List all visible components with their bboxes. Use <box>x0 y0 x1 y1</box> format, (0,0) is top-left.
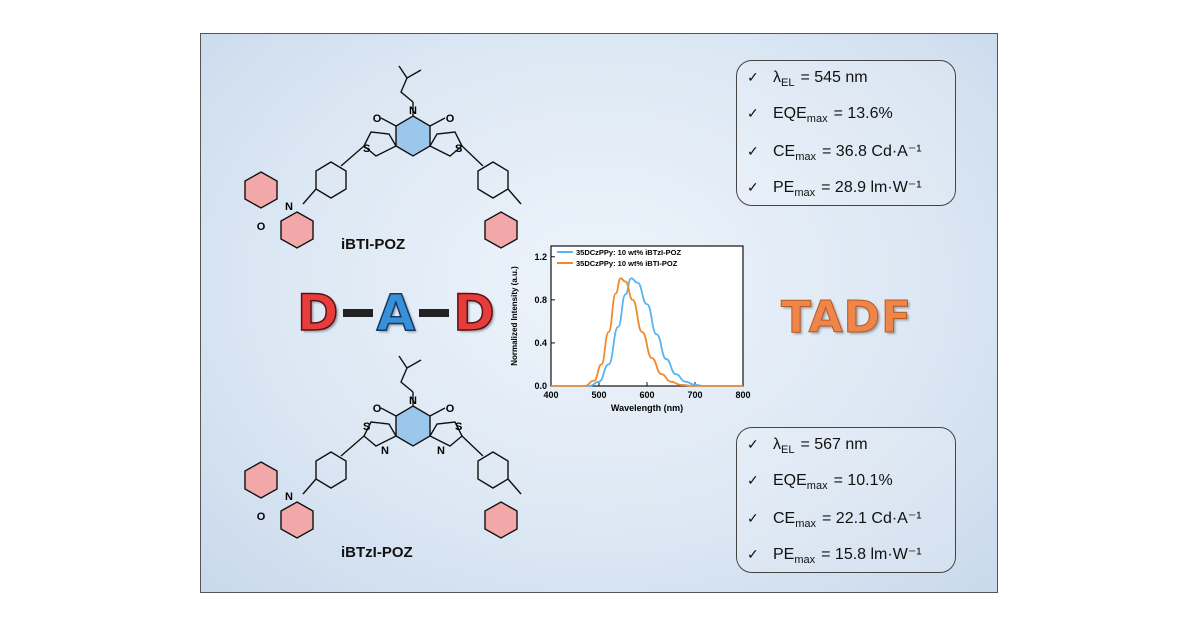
legend-label-2: 35DCzPPy: 10 wt% iBTI-POZ <box>576 259 678 268</box>
plot-frame <box>550 245 744 387</box>
oxygen-atom-right-2: O <box>446 403 455 415</box>
oxygen-atom-left-ring-2: O <box>257 511 266 523</box>
molecule-label-ibti-poz: iBTI-POZ <box>341 236 406 253</box>
property-value: = 10.1% <box>833 472 893 489</box>
y-tick-label: 0.8 <box>534 295 547 305</box>
nitrogen-atom-imide: N <box>409 105 417 117</box>
checkmark-icon: ✓ <box>747 105 759 121</box>
properties-box-ibtzi-poz: ✓λEL= 567 nm✓EQEmax= 10.1%✓CEmax= 22.1 C… <box>736 427 956 573</box>
figure-panel: O O N S S N O iBTI-POZ D A D <box>200 33 998 593</box>
property-name: EQEmax <box>773 105 828 125</box>
property-row: ✓ EQEmax = 10.1% <box>737 472 955 508</box>
checkmark-icon: ✓ <box>747 472 759 488</box>
property-subscript: max <box>795 518 817 531</box>
property-symbol: PE <box>773 179 795 196</box>
property-value: = 36.8 Cd·A⁻¹ <box>822 143 922 160</box>
dad-label: D A D <box>296 283 495 343</box>
property-subscript: max <box>806 480 828 493</box>
y-axis-label: Normalized Intensity (a.u.) <box>510 266 519 366</box>
checkmark-icon: ✓ <box>747 510 759 526</box>
donor-letter-1: D <box>296 283 339 343</box>
property-name: PEmax <box>773 179 815 199</box>
acceptor-letter: A <box>376 283 416 343</box>
oxygen-atom-left-ring: O <box>257 221 266 233</box>
property-symbol: λ <box>773 69 781 86</box>
sulfur-atom-left-2: S <box>363 421 370 433</box>
molecule-label-ibtzi-poz: iBTzI-POZ <box>341 544 413 561</box>
series-line-1 <box>589 277 705 387</box>
sulfur-atom-right-2: S <box>455 421 462 433</box>
dad-dash-2 <box>419 309 450 317</box>
property-value: = 28.9 lm·W⁻¹ <box>821 179 922 196</box>
property-subscript: max <box>794 554 816 567</box>
property-row: ✓ CEmax = 36.8 Cd·A⁻¹ <box>737 141 955 177</box>
property-value: = 13.6% <box>833 105 893 122</box>
dad-dash-1 <box>342 309 373 317</box>
property-row: ✓ EQEmax = 13.6% <box>737 105 955 141</box>
series-line-2 <box>584 277 696 387</box>
property-name: CEmax <box>773 510 816 530</box>
legend-label-1: 35DCzPPy: 10 wt% iBTzI-POZ <box>576 248 681 257</box>
property-symbol: EQE <box>773 105 807 122</box>
property-name: PEmax <box>773 546 815 566</box>
property-name: λEL <box>773 436 794 456</box>
property-subscript: max <box>806 113 828 126</box>
nitrogen-atom-thiazole-left: N <box>381 445 389 457</box>
checkmark-icon: ✓ <box>747 436 759 452</box>
oxygen-atom-left: O <box>373 113 382 125</box>
sulfur-atom-left: S <box>363 143 370 155</box>
checkmark-icon: ✓ <box>747 546 759 562</box>
property-subscript: max <box>795 151 817 164</box>
molecule-ibtzi-poz-structure: O O N S S N N N O <box>244 355 522 539</box>
property-symbol: CE <box>773 510 796 527</box>
donor-letter-2: D <box>452 283 495 343</box>
x-tick-label: 800 <box>735 390 750 400</box>
property-value: = 15.8 lm·W⁻¹ <box>821 546 922 563</box>
nitrogen-atom-thiazole-right: N <box>437 445 445 457</box>
property-name: EQEmax <box>773 472 828 492</box>
property-row: ✓ λEL = 545 nm <box>737 69 955 105</box>
property-subscript: EL <box>781 444 795 457</box>
x-axis-label: Wavelength (nm) <box>611 403 683 413</box>
property-subscript: EL <box>781 77 795 90</box>
property-name: λEL <box>773 69 794 89</box>
nitrogen-atom-imide-2: N <box>409 395 417 407</box>
sulfur-atom-right: S <box>455 143 462 155</box>
property-symbol: EQE <box>773 472 807 489</box>
property-symbol: λ <box>773 436 781 453</box>
nitrogen-atom-left: N <box>285 201 293 213</box>
oxygen-atom-right: O <box>446 113 455 125</box>
checkmark-icon: ✓ <box>747 143 759 159</box>
molecule-ibti-poz-structure: O O N S S N O <box>244 65 522 249</box>
checkmark-icon: ✓ <box>747 179 759 195</box>
y-tick-label: 0.0 <box>534 381 547 391</box>
x-tick-label: 500 <box>591 390 606 400</box>
x-tick-label: 600 <box>639 390 654 400</box>
property-symbol: PE <box>773 546 795 563</box>
property-value: = 567 nm <box>800 436 868 453</box>
x-tick-label: 700 <box>687 390 702 400</box>
oxygen-atom-left-2: O <box>373 403 382 415</box>
property-row: ✓ PEmax = 28.9 lm·W⁻¹ <box>737 177 955 213</box>
property-row: ✓ PEmax = 15.8 lm·W⁻¹ <box>737 544 955 580</box>
x-tick-label: 400 <box>543 390 558 400</box>
property-symbol: CE <box>773 143 796 160</box>
y-tick-label: 0.4 <box>534 338 547 348</box>
property-value: = 545 nm <box>800 69 868 86</box>
property-row: ✓ λEL = 567 nm <box>737 436 955 472</box>
property-name: CEmax <box>773 143 816 163</box>
tadf-label: TADF <box>780 292 913 344</box>
property-subscript: max <box>794 187 816 200</box>
checkmark-icon: ✓ <box>747 69 759 85</box>
property-row: ✓ CEmax = 22.1 Cd·A⁻¹ <box>737 508 955 544</box>
properties-box-ibti-poz: ✓λEL= 545 nm✓EQEmax= 13.6%✓CEmax= 36.8 C… <box>736 60 956 206</box>
y-tick-label: 1.2 <box>534 252 547 262</box>
property-value: = 22.1 Cd·A⁻¹ <box>822 510 922 527</box>
nitrogen-atom-left-2: N <box>285 491 293 503</box>
